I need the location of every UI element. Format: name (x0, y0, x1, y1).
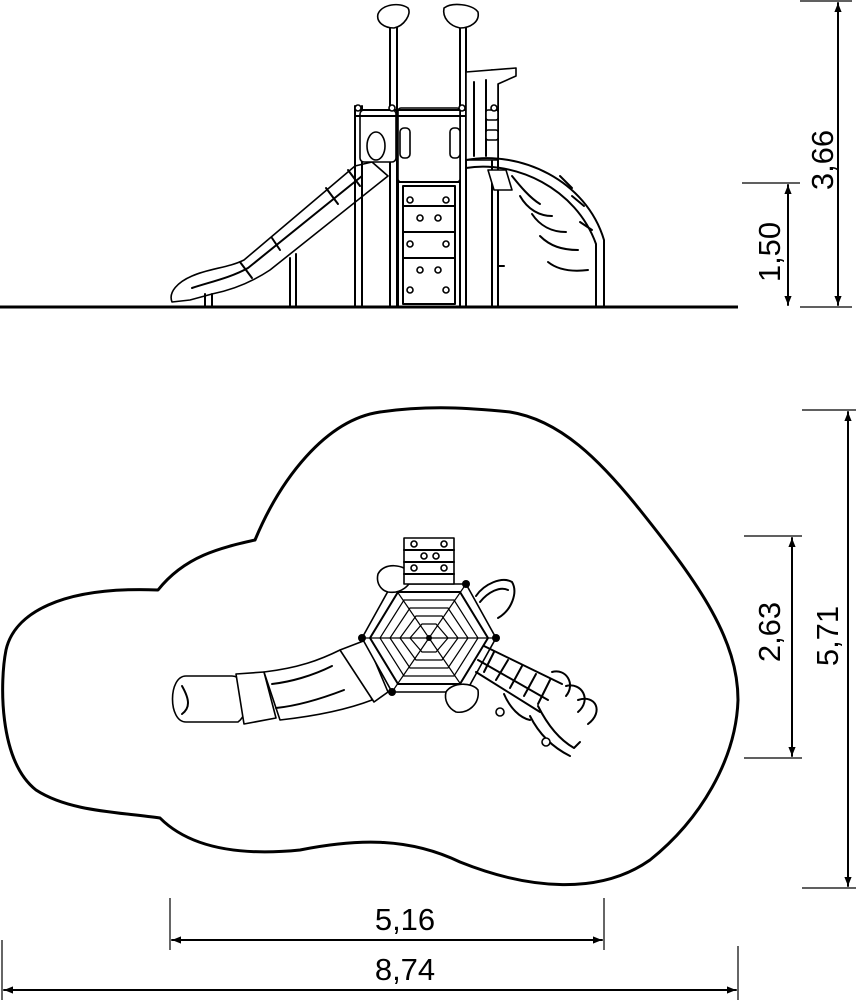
dimension-height-platform: 1,50 (742, 182, 800, 306)
hexagon-deck (358, 537, 516, 714)
straight-slide (170, 161, 389, 308)
dimension-depth-equipment: 2,63 (744, 535, 802, 759)
safety-area-outline (1, 406, 740, 887)
dimension-label-height-total: 3,66 (805, 130, 840, 190)
dimension-width-area: 8,74 (1, 940, 739, 1000)
elevation-view: 3,66 1,50 (0, 0, 852, 309)
spiral-climber (465, 157, 605, 308)
slide-plan (171, 639, 389, 725)
dimension-label-depth-area: 5,71 (810, 606, 845, 666)
dimension-depth-area: 5,71 (802, 409, 856, 889)
roof-cap-left (376, 3, 410, 29)
dimension-label-height-platform: 1,50 (752, 222, 787, 282)
dimension-width-equipment: 5,16 (169, 898, 605, 950)
dimension-label-depth-equipment: 2,63 (752, 602, 787, 662)
dimension-label-width-area: 8,74 (375, 952, 435, 987)
plan-view: 5,71 2,63 5,16 8,74 (1, 406, 856, 1000)
tower (354, 3, 517, 308)
spiral-climber-plan (475, 645, 598, 757)
dimension-height-total: 3,66 (800, 0, 852, 308)
dimension-label-width-equipment: 5,16 (375, 902, 435, 937)
roof-cap-right (442, 3, 480, 29)
